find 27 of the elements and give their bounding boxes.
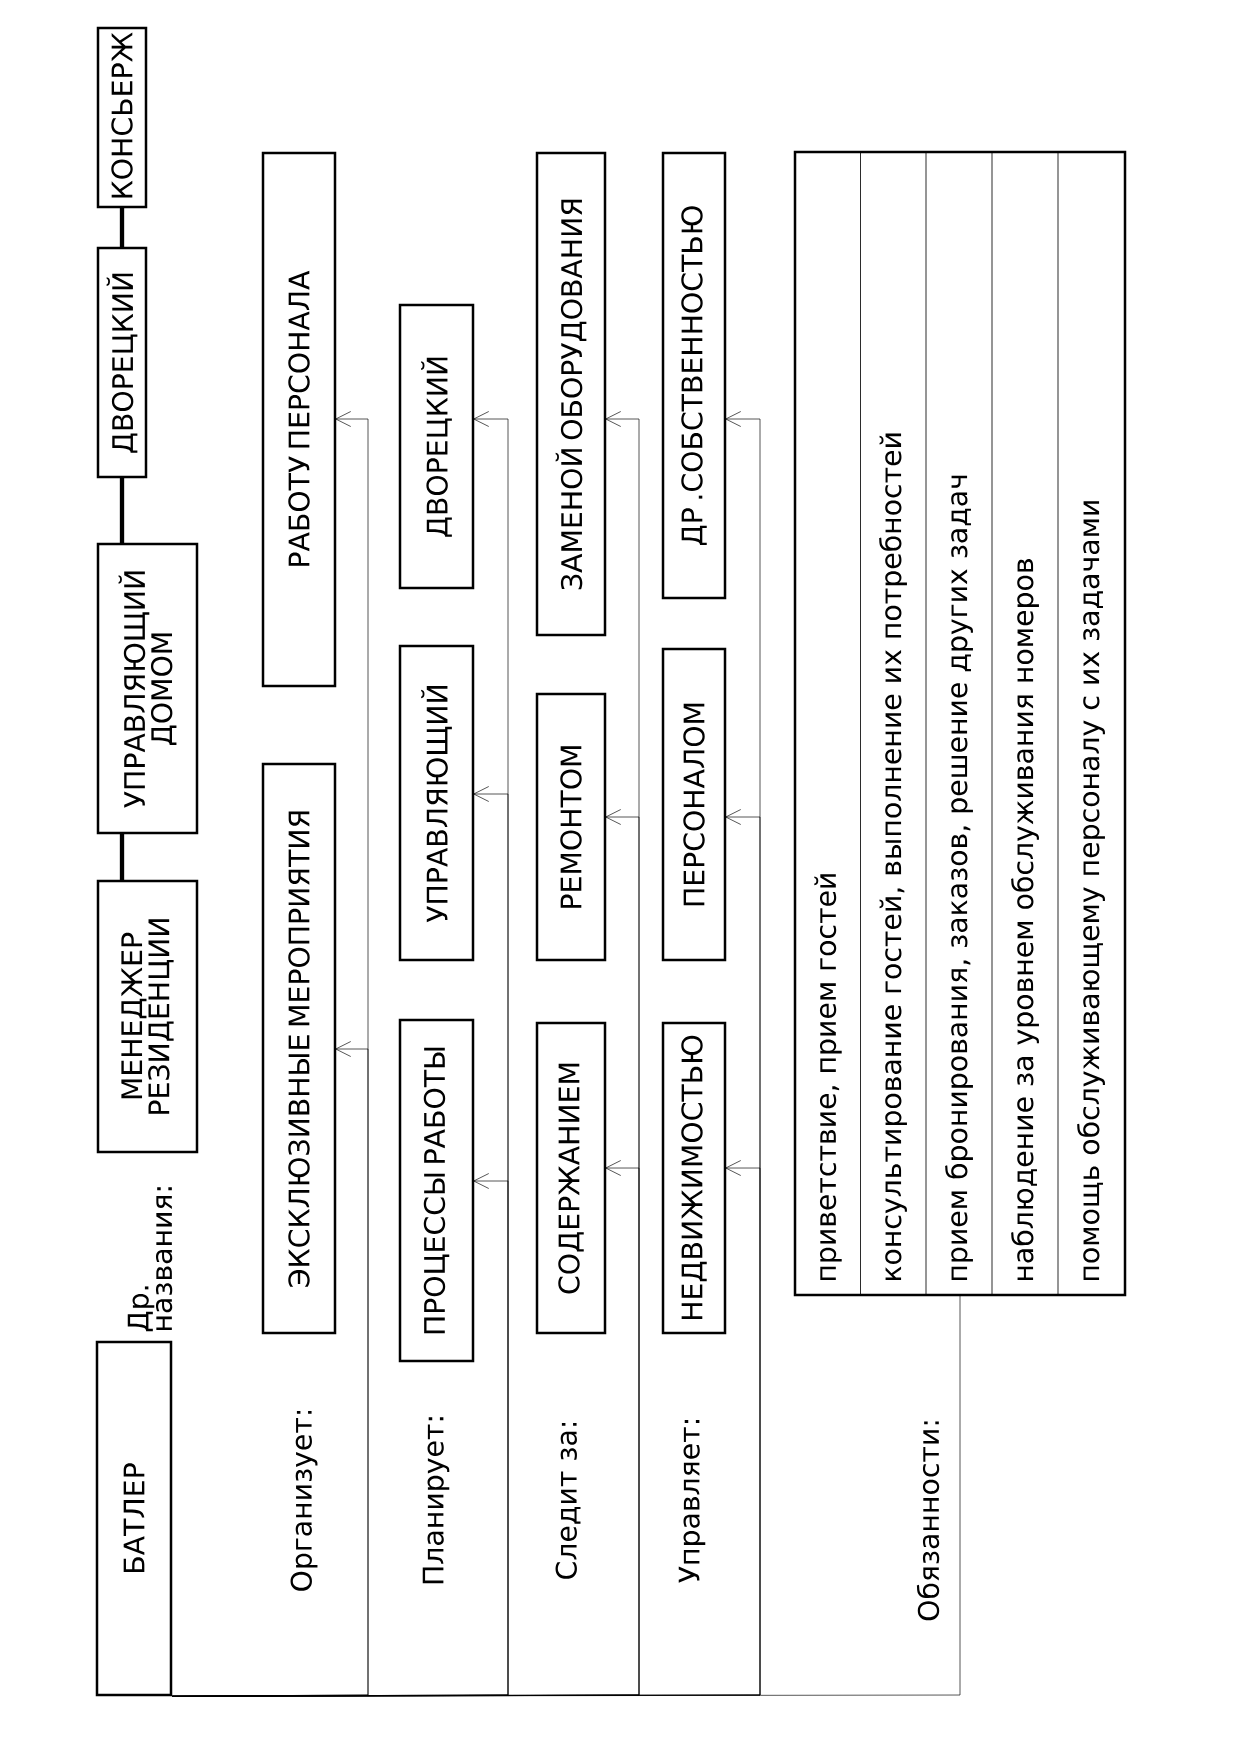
- item-box: УПРАВЛЯЮЩИЙ: [398, 644, 475, 962]
- item-box: ПРОЦЕССЫ РАБОТЫ: [398, 1018, 475, 1363]
- connector-line: [119, 207, 125, 248]
- row-label: Др. названия:: [127, 1187, 173, 1332]
- item-box: РАБОТУ ПЕРСОНАЛА: [261, 151, 337, 688]
- role-box: МЕНЕДЖЕР РЕЗИДЕНЦИИ: [96, 879, 199, 1154]
- item-box: НЕДВИЖИМОСТЬЮ: [661, 1021, 727, 1335]
- row-label: Управляет:: [678, 1420, 706, 1583]
- item-box: РЕМОНТОМ: [535, 692, 607, 962]
- item-box: СОДЕРЖАНИЕМ: [535, 1021, 607, 1335]
- row-label: Следит за:: [555, 1422, 581, 1579]
- row-label: Организует:: [290, 1410, 318, 1591]
- item-box: ПЕРСОНАЛОМ: [661, 647, 727, 962]
- item-box: ДВОРЕЦКИЙ: [398, 303, 475, 590]
- connector-line: [171, 1294, 961, 1697]
- connector-line: [119, 833, 125, 881]
- role-box: БАТЛЕР: [95, 1340, 173, 1697]
- item-box: ЭКСКЛЮЗИВНЫЕ МЕРОПРИЯТИЯ: [261, 762, 337, 1335]
- role-box: КОНСЬЕРЖ: [96, 26, 148, 209]
- role-box: ДВОРЕЦКИЙ: [96, 246, 148, 479]
- item-box: ДР .СОБСТВЕННОСТЬЮ: [661, 151, 727, 600]
- row-label: Обязанности:: [916, 1421, 940, 1621]
- role-box: УПРАВЛЯЮЩИЙ ДОМОМ: [96, 542, 199, 835]
- duties-table: приветствие, прием гостей консультирование гостей, выполнение их потребностей прием бронирования, заказов, решение других задач наблюдение за уровнем обслуживания номеров помощь обслуживающему персоналу с их задачами: [793, 150, 1127, 1297]
- row-label: Планирует:: [422, 1417, 450, 1584]
- connector-line: [119, 477, 125, 544]
- item-box: ЗАМЕНОЙ ОБОРУДОВАНИЯ: [535, 151, 607, 637]
